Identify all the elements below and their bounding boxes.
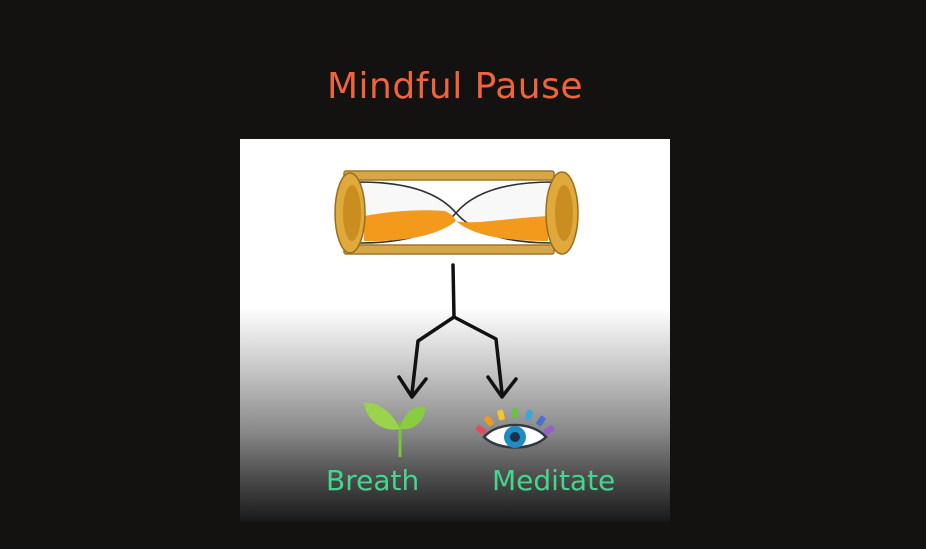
option-meditate-label: Meditate	[492, 464, 616, 497]
branch-arrows	[397, 263, 518, 399]
illustration-panel: Breath Meditate	[240, 139, 670, 522]
page-title: Mindful Pause	[326, 66, 584, 107]
illustration	[334, 170, 579, 457]
hourglass-icon	[334, 170, 579, 255]
option-breath-label: Breath	[326, 464, 420, 497]
eye-icon	[475, 408, 555, 449]
sprout-icon	[364, 402, 426, 457]
